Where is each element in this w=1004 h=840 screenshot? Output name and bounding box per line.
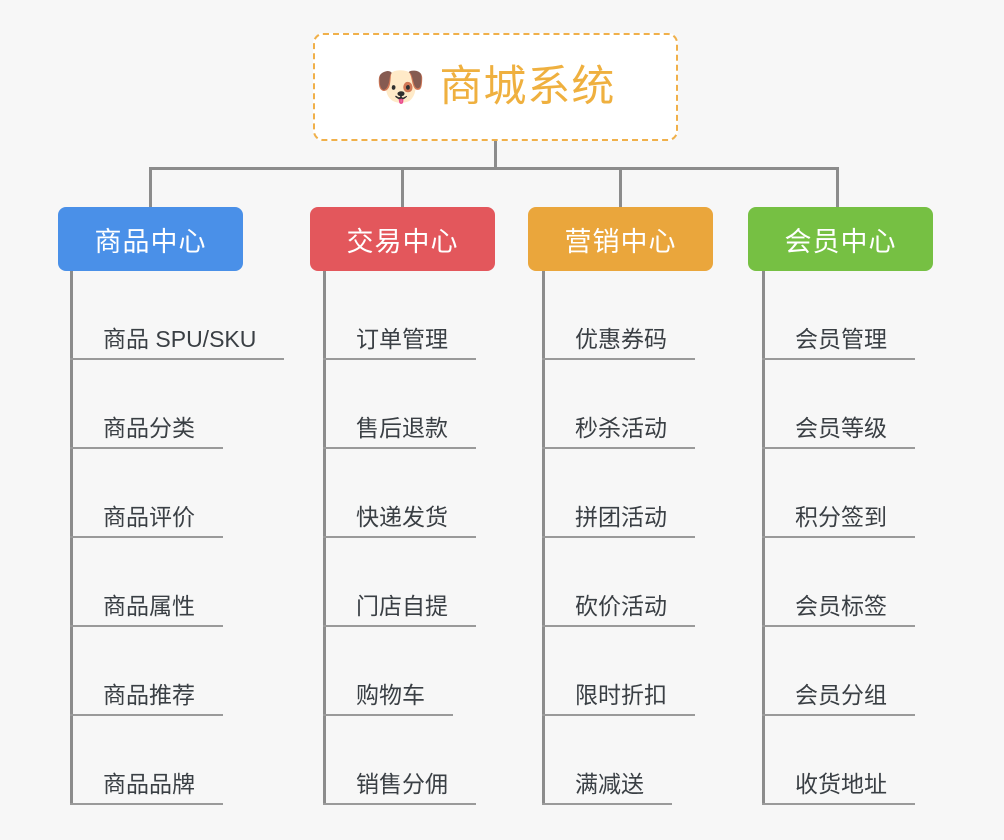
leaf-item-label: 商品 SPU/SKU: [103, 325, 257, 352]
branch-header-会员中心[interactable]: 会员中心: [748, 207, 933, 271]
branch-bus-connector: [149, 167, 837, 170]
leaf-item[interactable]: 会员管理: [762, 271, 915, 360]
leaf-item-label: 商品分类: [103, 414, 195, 441]
leaf-item-label: 优惠券码: [575, 325, 667, 352]
leaf-item[interactable]: 会员分组: [762, 627, 915, 716]
leaf-item-underline: [70, 447, 223, 449]
branch-drop-connector-4: [836, 167, 839, 209]
leaf-item-underline: [323, 358, 476, 360]
leaf-item-underline: [762, 625, 915, 627]
leaf-item-underline: [542, 625, 695, 627]
leaf-item-label: 会员分组: [795, 681, 887, 708]
leaf-item[interactable]: 销售分佣: [323, 716, 476, 805]
leaf-item[interactable]: 商品分类: [70, 360, 223, 449]
leaf-item-underline: [542, 358, 695, 360]
leaf-item-label: 砍价活动: [575, 592, 667, 619]
branch-header-label: 营销中心: [564, 226, 677, 257]
leaf-item-label: 购物车: [356, 681, 425, 708]
leaf-item-label: 商品品牌: [103, 770, 195, 797]
leaf-item[interactable]: 会员标签: [762, 538, 915, 627]
leaf-item-label: 门店自提: [356, 592, 448, 619]
leaf-item-underline: [70, 625, 223, 627]
branch-header-商品中心[interactable]: 商品中心: [58, 207, 243, 271]
leaf-item-label: 商品属性: [103, 592, 195, 619]
branch-header-label: 交易中心: [346, 226, 459, 257]
leaf-item-label: 订单管理: [356, 325, 448, 352]
leaf-item-label: 拼团活动: [575, 503, 667, 530]
leaf-item-label: 会员标签: [795, 592, 887, 619]
leaf-item-underline: [542, 803, 672, 805]
leaf-item-label: 商品推荐: [103, 681, 195, 708]
branch-header-label: 商品中心: [94, 226, 207, 257]
root-node[interactable]: 🐶 商城系统: [313, 33, 678, 141]
leaf-item[interactable]: 积分签到: [762, 449, 915, 538]
root-stem-connector: [494, 141, 497, 170]
leaf-item-underline: [70, 358, 285, 360]
leaf-item[interactable]: 快递发货: [323, 449, 476, 538]
leaf-item[interactable]: 商品推荐: [70, 627, 223, 716]
leaf-item-underline: [323, 536, 476, 538]
leaf-spine: [323, 271, 326, 805]
leaf-item-underline: [762, 803, 915, 805]
leaf-item-underline: [542, 536, 695, 538]
leaf-item[interactable]: 购物车: [323, 627, 453, 716]
leaf-item-underline: [542, 714, 695, 716]
leaf-item-label: 会员管理: [795, 325, 887, 352]
leaf-item-underline: [70, 714, 223, 716]
leaf-item[interactable]: 收货地址: [762, 716, 915, 805]
leaf-item[interactable]: 拼团活动: [542, 449, 695, 538]
branch-drop-connector-1: [149, 167, 152, 209]
leaf-item[interactable]: 限时折扣: [542, 627, 695, 716]
leaf-item-label: 满减送: [575, 770, 644, 797]
branch-header-营销中心[interactable]: 营销中心: [528, 207, 713, 271]
leaf-item-label: 快递发货: [356, 503, 448, 530]
leaf-item-underline: [70, 536, 223, 538]
leaf-item[interactable]: 砍价活动: [542, 538, 695, 627]
leaf-item-underline: [762, 447, 915, 449]
root-title: 商城系统: [439, 62, 616, 111]
leaf-item-underline: [323, 625, 476, 627]
leaf-item[interactable]: 商品品牌: [70, 716, 223, 805]
leaf-spine: [762, 271, 765, 805]
leaf-item-label: 积分签到: [795, 503, 887, 530]
leaf-item[interactable]: 商品属性: [70, 538, 223, 627]
branch-drop-connector-2: [401, 167, 404, 209]
leaf-item[interactable]: 商品评价: [70, 449, 223, 538]
leaf-item[interactable]: 满减送: [542, 716, 672, 805]
leaf-item-label: 秒杀活动: [575, 414, 667, 441]
leaf-item-underline: [762, 358, 915, 360]
leaf-item[interactable]: 秒杀活动: [542, 360, 695, 449]
leaf-item-label: 销售分佣: [356, 770, 448, 797]
leaf-item[interactable]: 售后退款: [323, 360, 476, 449]
leaf-spine: [542, 271, 545, 805]
leaf-item-underline: [323, 803, 476, 805]
leaf-spine: [70, 271, 73, 805]
leaf-item-label: 收货地址: [795, 770, 887, 797]
leaf-item-label: 会员等级: [795, 414, 887, 441]
leaf-item[interactable]: 订单管理: [323, 271, 476, 360]
leaf-item-underline: [542, 447, 695, 449]
branch-header-交易中心[interactable]: 交易中心: [310, 207, 495, 271]
shiba-dog-face-icon: 🐶: [375, 65, 426, 109]
branch-drop-connector-3: [619, 167, 622, 209]
leaf-item[interactable]: 门店自提: [323, 538, 476, 627]
branch-header-label: 会员中心: [784, 226, 897, 257]
leaf-item-underline: [323, 714, 453, 716]
leaf-item-label: 限时折扣: [575, 681, 667, 708]
leaf-item[interactable]: 优惠券码: [542, 271, 695, 360]
leaf-item-underline: [762, 536, 915, 538]
leaf-item-label: 售后退款: [356, 414, 448, 441]
leaf-item-underline: [323, 447, 476, 449]
leaf-item-underline: [70, 803, 223, 805]
leaf-item[interactable]: 会员等级: [762, 360, 915, 449]
leaf-item[interactable]: 商品 SPU/SKU: [70, 271, 285, 360]
leaf-item-label: 商品评价: [103, 503, 195, 530]
leaf-item-underline: [762, 714, 915, 716]
